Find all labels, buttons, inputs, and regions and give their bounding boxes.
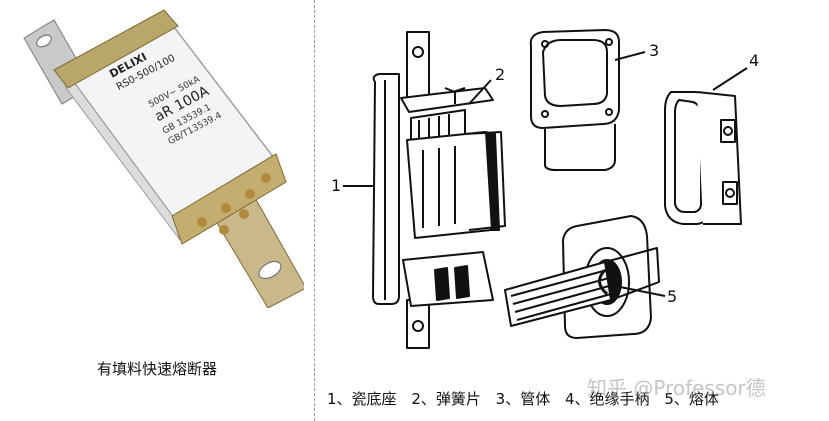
callout-line-2 bbox=[468, 79, 492, 105]
fuse-parts-diagram: 1 2 3 4 5 bbox=[331, 29, 759, 349]
legend-item-5: 5、熔体 bbox=[664, 390, 719, 408]
fuse-cartridge bbox=[406, 131, 506, 239]
legend-item-4: 4、绝缘手柄 bbox=[564, 390, 650, 408]
tube-body bbox=[529, 29, 646, 171]
fuse-element bbox=[504, 215, 666, 339]
porcelain-base bbox=[372, 31, 494, 349]
insulated-handle bbox=[664, 67, 748, 225]
fuse-body bbox=[53, 9, 287, 245]
parts-legend: 1、瓷底座 2、弹簧片 3、管体 4、绝缘手柄 5、熔体 bbox=[327, 388, 729, 409]
watermark-site: 知乎 bbox=[587, 376, 627, 400]
callout-4: 4 bbox=[749, 51, 759, 70]
watermark-author: @Professor德 bbox=[633, 376, 766, 400]
callout-5: 5 bbox=[667, 287, 677, 306]
right-panel: 1 2 3 4 5 1、瓷底座 2、弹簧片 3、管体 4、绝缘手柄 5、熔体 知… bbox=[315, 0, 829, 421]
left-caption: 有填料快速熔断器 bbox=[96, 360, 217, 378]
legend-item-3: 3、管体 bbox=[495, 390, 551, 408]
callout-1: 1 bbox=[331, 176, 341, 195]
legend-item-1: 1、瓷底座 bbox=[327, 390, 397, 408]
callout-3: 3 bbox=[649, 41, 659, 60]
legend-item-2: 2、弹簧片 bbox=[411, 390, 481, 408]
callout-2: 2 bbox=[495, 65, 505, 84]
watermark: 知乎 @Professor德 bbox=[587, 372, 766, 401]
left-panel: DELIXI RS0-500/100 500V~ 50kA aR 100A GB… bbox=[0, 0, 314, 421]
panel-divider bbox=[314, 0, 315, 421]
fuse-photo: DELIXI RS0-500/100 500V~ 50kA aR 100A GB… bbox=[23, 9, 304, 308]
